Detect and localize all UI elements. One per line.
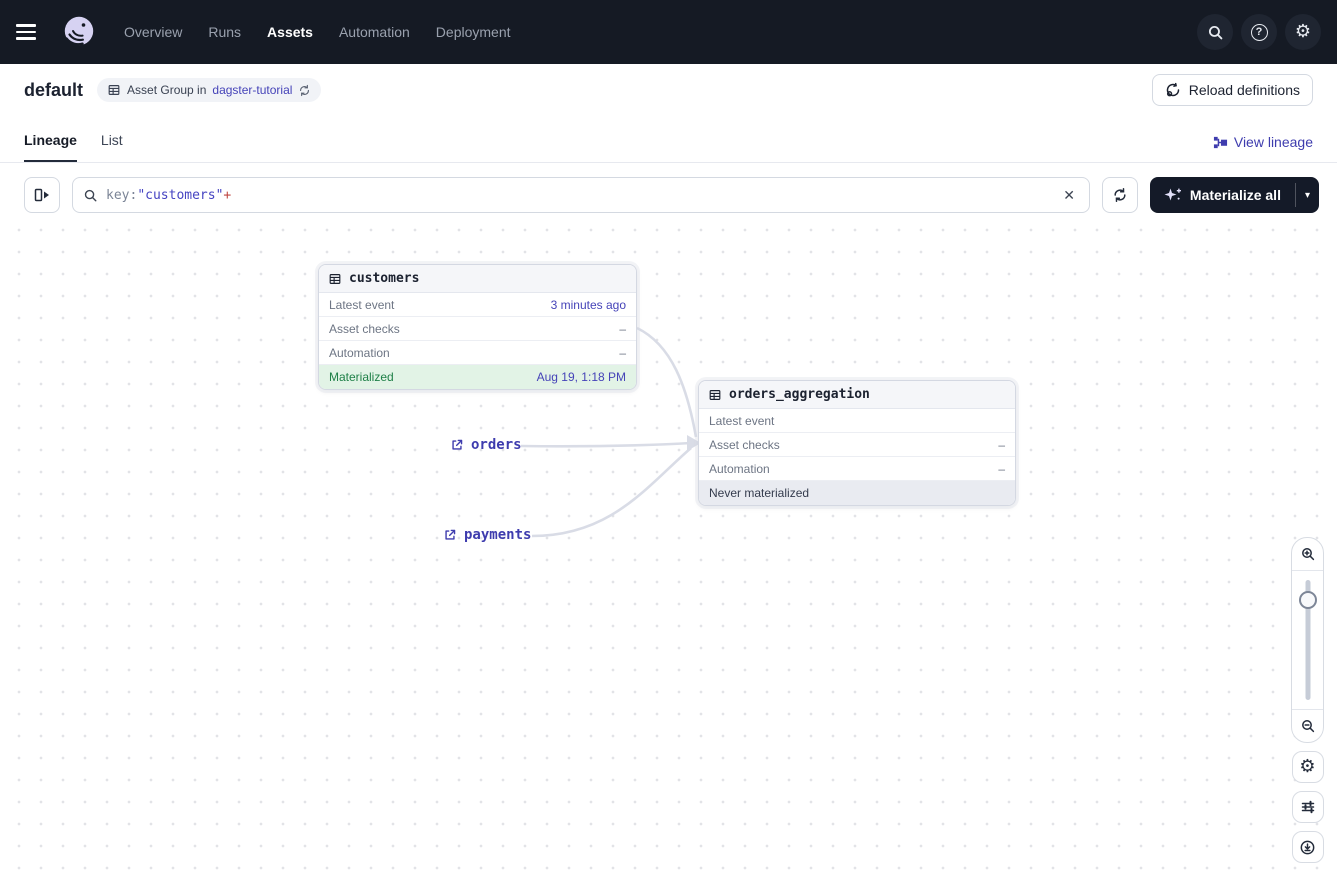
asset-node-customers[interactable]: customers Latest event 3 minutes ago Ass… — [318, 264, 637, 390]
external-link-icon — [445, 529, 456, 540]
external-asset-orders[interactable]: orders — [450, 437, 522, 453]
external-link-icon — [452, 439, 463, 450]
table-icon — [709, 389, 721, 400]
top-nav-bar: Overview Runs Assets Automation Deployme… — [0, 0, 1337, 64]
expand-sidebar-button[interactable] — [24, 177, 60, 213]
lineage-graph-canvas[interactable]: customers Latest event 3 minutes ago Ass… — [0, 227, 1337, 873]
view-lineage-link[interactable]: View lineage — [1213, 134, 1313, 162]
external-asset-label: payments — [464, 527, 532, 543]
zoom-slider-track[interactable] — [1305, 580, 1310, 700]
asset-group-repo-link[interactable]: dagster-tutorial — [212, 83, 293, 97]
page-title: default — [24, 79, 84, 100]
node-row-asset-checks: Asset checks – — [699, 433, 1015, 457]
node-row-automation: Automation – — [699, 457, 1015, 481]
table-icon — [108, 85, 120, 95]
zoom-control — [1291, 537, 1324, 743]
materialize-all-split-button: Materialize all ▾ — [1149, 177, 1319, 213]
zoom-out-button[interactable] — [1292, 710, 1323, 742]
latest-event-link[interactable]: 3 minutes ago — [550, 297, 626, 312]
node-status-row: Never materialized — [699, 481, 1015, 505]
button-divider — [1294, 183, 1296, 207]
tabs-row: Lineage List View lineage — [0, 116, 1337, 163]
zoom-in-icon — [1301, 548, 1314, 561]
status-badge: Materialized — [329, 370, 394, 384]
clear-search-icon[interactable]: ✕ — [1063, 186, 1075, 203]
asset-filter-value[interactable]: key:"customers"+ — [106, 187, 232, 203]
settings-icon: ⚙ — [1299, 756, 1316, 777]
status-badge: Never materialized — [709, 486, 810, 500]
node-row-latest-event: Latest event 3 minutes ago — [319, 293, 636, 317]
external-asset-payments[interactable]: payments — [443, 527, 531, 543]
graph-filters-button[interactable] — [1291, 791, 1324, 823]
node-status-row: Materialized Aug 19, 1:18 PM — [319, 365, 636, 389]
materialization-timestamp-link[interactable]: Aug 19, 1:18 PM — [536, 370, 626, 384]
view-lineage-label: View lineage — [1233, 134, 1313, 150]
zoom-in-button[interactable] — [1292, 538, 1323, 570]
reload-definitions-button[interactable]: Reload definitions — [1151, 74, 1313, 106]
materialize-dropdown-caret[interactable]: ▾ — [1304, 189, 1310, 201]
primary-nav: Overview Runs Assets Automation Deployme… — [124, 24, 511, 40]
asset-group-badge: Asset Group in dagster-tutorial — [97, 78, 322, 102]
page-header: default Asset Group in dagster-tutorial … — [0, 64, 1337, 116]
panel-expand-icon — [34, 188, 49, 202]
asset-filter-input[interactable]: key:"customers"+ ✕ — [72, 177, 1090, 213]
divider — [1292, 709, 1323, 710]
asset-node-title: customers — [349, 271, 420, 286]
asset-node-orders-aggregation[interactable]: orders_aggregation Latest event Asset ch… — [698, 380, 1016, 506]
recenter-view-button[interactable] — [1291, 831, 1324, 863]
node-row-latest-event: Latest event — [699, 409, 1015, 433]
zoom-slider-knob[interactable] — [1298, 591, 1317, 609]
asset-node-header: customers — [319, 265, 636, 293]
filters-icon — [1301, 800, 1314, 814]
external-asset-label: orders — [471, 437, 522, 453]
refresh-graph-button[interactable] — [1101, 177, 1138, 213]
zoom-slider — [1292, 571, 1323, 709]
node-row-automation: Automation – — [319, 341, 636, 365]
tab-lineage[interactable]: Lineage — [24, 132, 77, 162]
asset-node-title: orders_aggregation — [729, 387, 870, 402]
sparkle-icon — [1164, 188, 1181, 201]
dagster-logo[interactable] — [60, 13, 98, 51]
graph-controls: ⚙ — [1291, 537, 1324, 863]
zoom-out-icon — [1301, 720, 1314, 733]
tab-list[interactable]: List — [100, 132, 123, 148]
hamburger-icon[interactable] — [16, 14, 52, 50]
settings-icon[interactable]: ⚙ — [1285, 14, 1321, 50]
reload-icon — [1166, 82, 1179, 97]
divider — [1292, 570, 1323, 571]
lineage-edges — [520, 326, 701, 538]
reload-definitions-label: Reload definitions — [1188, 82, 1300, 98]
table-icon — [329, 273, 341, 284]
nav-item-runs[interactable]: Runs — [208, 24, 242, 40]
nav-item-automation[interactable]: Automation — [338, 24, 410, 40]
asset-node-header: orders_aggregation — [699, 381, 1015, 409]
nav-item-assets[interactable]: Assets — [267, 24, 313, 40]
sync-icon[interactable] — [298, 84, 311, 97]
recenter-icon — [1300, 840, 1315, 854]
asset-group-badge-label: Asset Group in — [127, 83, 207, 97]
materialize-all-button[interactable]: Materialize all — [1150, 177, 1295, 213]
lineage-graph-icon — [1213, 136, 1227, 148]
graph-settings-button[interactable]: ⚙ — [1291, 751, 1324, 783]
materialize-all-label: Materialize all — [1189, 187, 1281, 203]
help-icon[interactable]: ? — [1241, 14, 1277, 50]
lineage-toolbar: key:"customers"+ ✕ Materialize all ▾ — [0, 163, 1337, 227]
search-icon[interactable] — [1197, 14, 1233, 50]
refresh-icon — [1114, 188, 1126, 202]
node-row-asset-checks: Asset checks – — [319, 317, 636, 341]
nav-item-overview[interactable]: Overview — [124, 24, 183, 40]
search-icon — [84, 189, 97, 201]
nav-item-deployment[interactable]: Deployment — [435, 24, 511, 40]
